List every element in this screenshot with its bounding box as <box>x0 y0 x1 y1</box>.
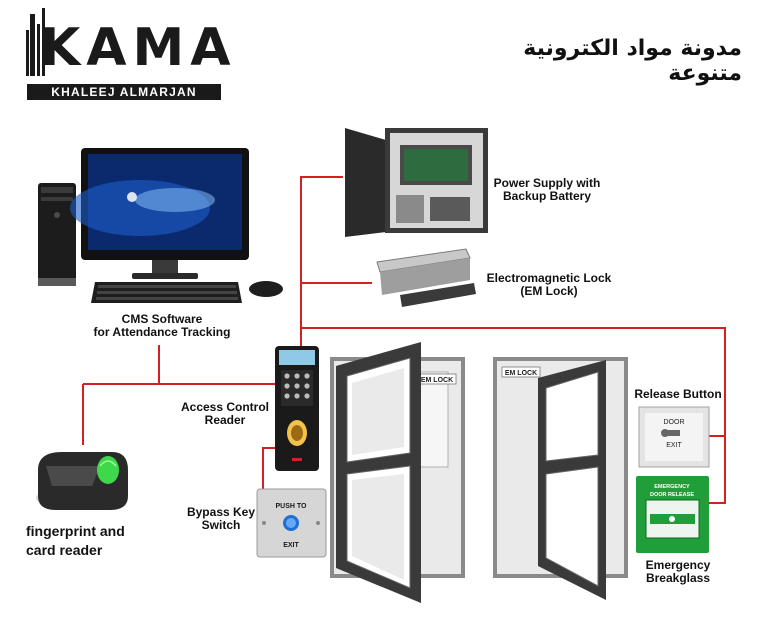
release-exit-text: EXIT <box>666 442 682 449</box>
fingerprint-reader <box>36 452 128 510</box>
label-bypass-key: Bypass Key Switch <box>181 506 261 533</box>
door-leaf-right <box>538 360 606 600</box>
bypass-push-to: PUSH TO <box>276 503 308 510</box>
label-power-supply: Power Supply with Backup Battery <box>486 177 608 204</box>
label-power-line1: Power Supply with <box>486 177 608 190</box>
label-release-line1: Release Button <box>630 388 726 401</box>
blog-title: مدونة مواد الكترونية متنوعة <box>462 36 742 86</box>
label-emlock-line1: Electromagnetic Lock <box>480 272 618 285</box>
label-release-button: Release Button <box>630 388 726 401</box>
door-leaf-left <box>336 342 421 603</box>
bypass-exit: EXIT <box>283 542 299 549</box>
logo-text: KAMA <box>40 22 237 74</box>
release-button <box>639 407 709 467</box>
label-emergency-breakglass: Emergency Breakglass <box>632 559 724 586</box>
label-access-control: Access Control Reader <box>172 401 278 428</box>
em-lock <box>377 249 476 307</box>
access-control-reader <box>275 346 319 471</box>
label-emergency-line2: Breakglass <box>632 572 724 585</box>
label-fingerprint-line2: card reader <box>26 543 146 559</box>
monitor <box>70 148 249 279</box>
label-fingerprint-line1: fingerprint and <box>26 524 146 540</box>
label-cms-line1: CMS Software <box>82 313 242 326</box>
label-fingerprint: fingerprint and card reader <box>26 524 146 558</box>
wire-power-supply <box>301 177 343 350</box>
label-bypass-line1: Bypass Key <box>181 506 261 519</box>
label-emlock-line2: (EM Lock) <box>480 285 618 298</box>
label-access-line2: Reader <box>172 414 278 427</box>
em-lock-tag-right-text: EM LOCK <box>505 370 537 377</box>
logo-subtitle: KHALEEJ ALMARJAN <box>27 84 221 100</box>
breakglass-title: EMERGENCY <box>654 484 690 490</box>
label-bypass-line2: Switch <box>181 519 261 532</box>
label-em-lock: Electromagnetic Lock (EM Lock) <box>480 272 618 299</box>
wire-cms-to-reader <box>159 345 275 384</box>
pc-tower <box>38 183 76 286</box>
label-access-line1: Access Control <box>172 401 278 414</box>
label-emergency-line1: Emergency <box>632 559 724 572</box>
mouse <box>249 281 283 297</box>
em-lock-tag-left-text: EM LOCK <box>421 377 453 384</box>
keyboard <box>91 282 242 303</box>
label-cms-software: CMS Software for Attendance Tracking <box>82 313 242 340</box>
label-power-line2: Backup Battery <box>486 190 608 203</box>
computer <box>38 148 283 303</box>
release-door-text: DOOR <box>664 419 685 426</box>
power-supply <box>345 128 488 237</box>
breakglass-sub: DOOR RELEASE <box>650 492 694 498</box>
wire-bypass-switch <box>263 448 275 492</box>
label-cms-line2: for Attendance Tracking <box>82 326 242 339</box>
